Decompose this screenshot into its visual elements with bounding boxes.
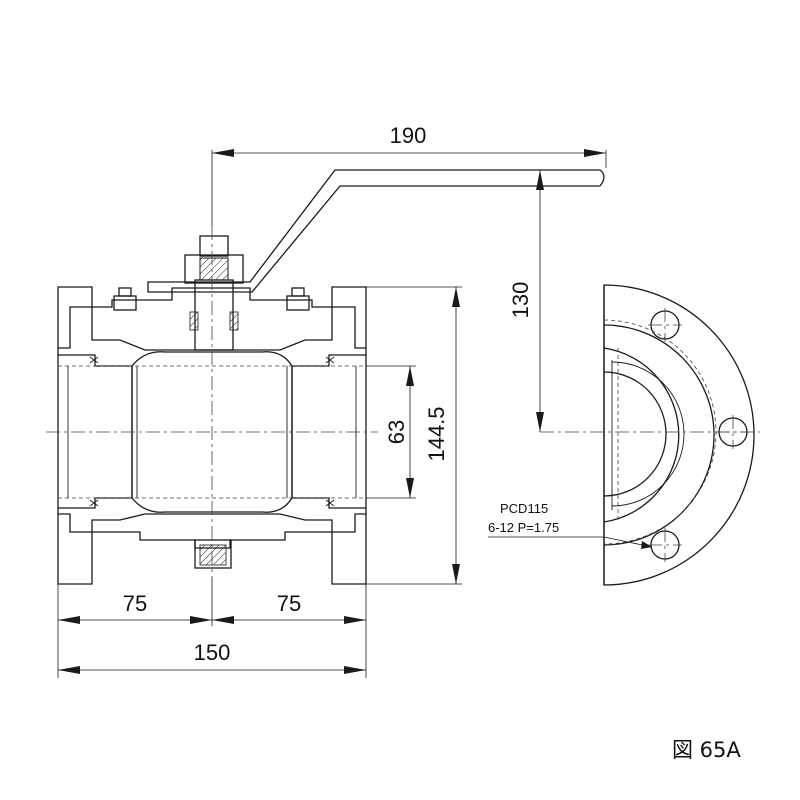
body-bolt-left <box>113 287 137 311</box>
body-bolt-right <box>286 287 310 311</box>
bolt-note: 6-12 P=1.75 <box>488 520 559 535</box>
flange-outline <box>603 284 755 586</box>
dim-handle-height: 130 <box>508 282 533 319</box>
dim-half-left: 75 <box>123 591 147 616</box>
valve-side-view <box>46 169 605 585</box>
seal-marks <box>89 356 335 507</box>
flange-end-view <box>488 284 760 586</box>
left-flange <box>57 286 93 349</box>
dim-face-to-face: 150 <box>194 640 231 665</box>
dim-handle-length: 190 <box>390 123 427 148</box>
dimension-lines <box>57 149 607 678</box>
flange-bolt-holes <box>648 308 750 562</box>
valve-body <box>91 287 333 351</box>
dim-bore: 63 <box>384 420 409 444</box>
figure-label: 図 65A <box>672 738 741 762</box>
lever-handle <box>147 169 605 293</box>
gland-packing <box>199 257 229 281</box>
stem <box>194 279 234 351</box>
dim-flange-height: 144.5 <box>424 406 449 461</box>
pcd-note: PCD115 <box>500 501 548 516</box>
right-flange <box>331 286 367 349</box>
dim-half-right: 75 <box>277 591 301 616</box>
